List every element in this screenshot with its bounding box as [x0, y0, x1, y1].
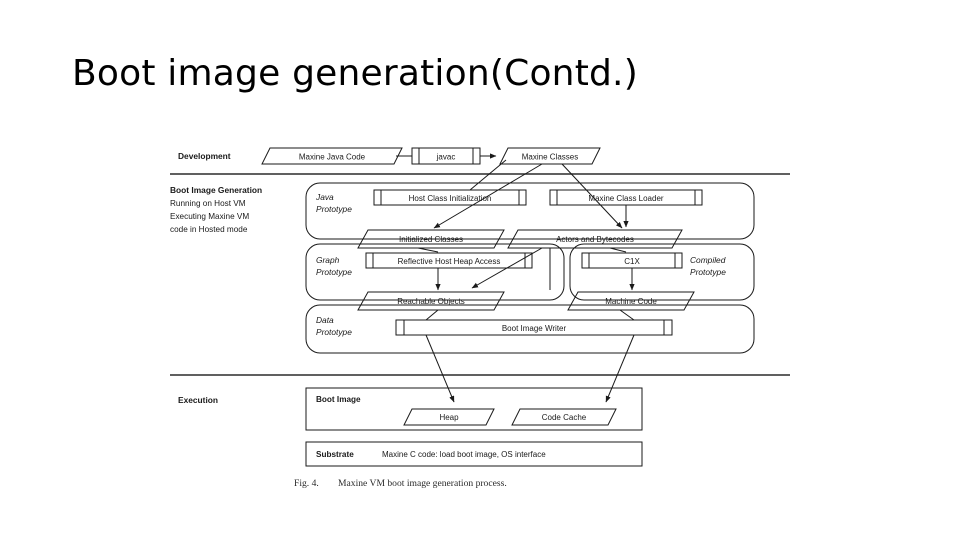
label-java-prototype-line2: Prototype [316, 204, 352, 214]
node-label-code-cache: Code Cache [542, 413, 587, 422]
section-development: Development Maxine Java Code javac [178, 147, 601, 165]
label-graph-prototype-line2: Prototype [316, 267, 352, 277]
label-compiled-prototype-line1: Compiled [690, 255, 726, 265]
section-label-execution: Execution [178, 395, 218, 405]
section-sublabel-3: code in Hosted mode [170, 225, 248, 234]
container-java-prototype [305, 182, 755, 240]
boot-image-generation-figure: Development Maxine Java Code javac [170, 130, 790, 500]
node-boot-image-writer[interactable]: Boot Image Writer [395, 319, 673, 336]
section-label-boot-image-generation: Boot Image Generation [170, 185, 262, 195]
node-label-boot-image-writer: Boot Image Writer [502, 324, 567, 333]
section-boot-image-generation-labels: Boot Image Generation Running on Host VM… [170, 185, 262, 234]
node-boot-image-box[interactable]: Boot Image Heap Code Cache [305, 387, 643, 431]
arrow-writer-to-heap [425, 334, 455, 403]
node-host-class-initialization[interactable]: Host Class Initialization [373, 189, 527, 206]
line-machine-code-to-writer [619, 309, 635, 321]
label-compiled-prototype-line2: Prototype [690, 267, 726, 277]
node-label-javac: javac [436, 153, 456, 162]
container-data-prototype [305, 304, 755, 354]
node-label-maxine-class-loader: Maxine Class Loader [588, 194, 663, 203]
section-label-development: Development [178, 151, 231, 161]
node-label-boot-image: Boot Image [316, 395, 361, 404]
page-title: Boot image generation(Contd.) [72, 53, 638, 94]
node-description-substrate: Maxine C code: load boot image, OS inter… [382, 450, 546, 459]
figure-caption: Fig. 4. Maxine VM boot image generation … [294, 478, 507, 489]
node-label-initialized-classes: Initialized Classes [399, 235, 463, 244]
node-maxine-class-loader[interactable]: Maxine Class Loader [549, 189, 703, 206]
label-java-prototype-line1: Java [315, 192, 334, 202]
node-label-c1x: C1X [624, 257, 640, 266]
section-sublabel-2: Executing Maxine VM [170, 212, 249, 221]
section-sublabel-1: Running on Host VM [170, 199, 246, 208]
node-label-actors-and-bytecodes: Actors and Bytecodes [556, 235, 634, 244]
node-initialized-classes[interactable]: Initialized Classes [357, 229, 505, 249]
node-maxine-classes[interactable]: Maxine Classes [499, 147, 601, 165]
node-label-reflective-host-heap-access: Reflective Host Heap Access [398, 257, 501, 266]
line-reachable-to-writer [425, 309, 439, 321]
node-c1x[interactable]: C1X [581, 252, 683, 269]
arrow-classes-to-class-loader [561, 163, 623, 229]
node-substrate-box[interactable]: Substrate Maxine C code: load boot image… [305, 441, 643, 467]
line-host-class-init-up [469, 159, 507, 191]
node-code-cache[interactable]: Code Cache [511, 408, 617, 426]
node-actors-and-bytecodes[interactable]: Actors and Bytecodes [507, 229, 683, 249]
node-label-maxine-classes: Maxine Classes [522, 153, 578, 162]
node-heap[interactable]: Heap [403, 408, 495, 426]
prototype-containers [305, 182, 755, 354]
line-initialized-to-reflective [417, 247, 439, 253]
container-labels: Java Prototype Graph Prototype Compiled … [315, 192, 726, 337]
node-reachable-objects[interactable]: Reachable Objects [357, 291, 505, 311]
arrow-classes-to-initialized [433, 163, 543, 229]
arrow-actors-to-reachable [471, 247, 543, 289]
node-machine-code[interactable]: Machine Code [567, 291, 695, 311]
label-data-prototype-line2: Prototype [316, 327, 352, 337]
container-compiled-prototype [569, 243, 755, 301]
node-label-reachable-objects: Reachable Objects [397, 297, 465, 306]
caption-label: Fig. 4. [294, 478, 319, 489]
node-label-maxine-java-code: Maxine Java Code [299, 153, 366, 162]
figure-connectors [417, 159, 635, 321]
label-data-prototype-line1: Data [316, 315, 334, 325]
arrow-writer-to-code-cache [605, 334, 635, 403]
node-label-host-class-initialization: Host Class Initialization [409, 194, 492, 203]
line-actors-to-c1x [609, 247, 627, 253]
node-maxine-java-code[interactable]: Maxine Java Code [261, 147, 403, 165]
section-execution: Execution Boot Image Heap Code Cache [178, 387, 643, 467]
node-label-heap: Heap [439, 413, 459, 422]
node-label-substrate: Substrate [316, 450, 354, 459]
node-label-machine-code: Machine Code [605, 297, 657, 306]
label-graph-prototype-line1: Graph [316, 255, 340, 265]
caption-body: Maxine VM boot image generation process. [338, 478, 507, 489]
node-reflective-host-heap-access[interactable]: Reflective Host Heap Access [365, 252, 533, 269]
container-graph-prototype [305, 243, 565, 301]
node-javac[interactable]: javac [411, 147, 481, 165]
